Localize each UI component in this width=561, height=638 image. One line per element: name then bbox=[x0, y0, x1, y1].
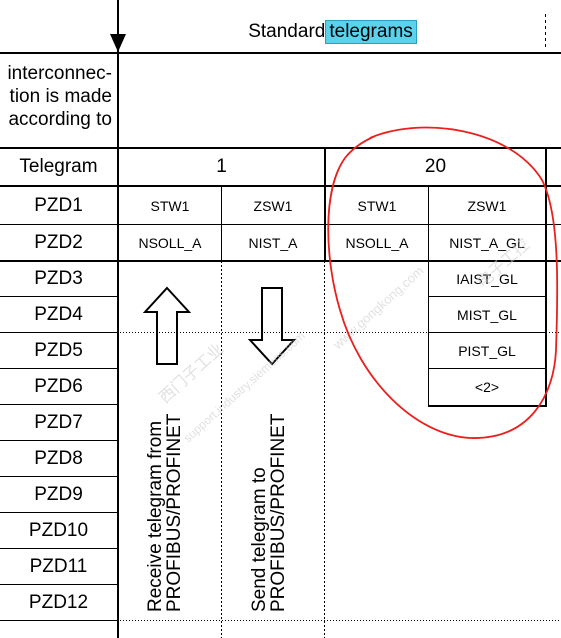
signal-cell: ZSW1 bbox=[253, 197, 293, 214]
row-label: PZD8 bbox=[34, 447, 83, 469]
send-line-1: Send telegram to bbox=[249, 467, 270, 612]
signal-cell: ZSW1 bbox=[467, 197, 507, 214]
row-label: PZD2 bbox=[34, 231, 83, 253]
row-label: PZD9 bbox=[34, 483, 83, 505]
row-label: PZD10 bbox=[28, 519, 89, 541]
intro-line: tion is made bbox=[9, 86, 112, 107]
row-label: PZD12 bbox=[28, 591, 89, 613]
receive-line-2: PROFIBUS/PROFINET bbox=[164, 413, 185, 612]
signal-cell: NSOLL_A bbox=[138, 234, 202, 251]
receive-caption: Receive telegram from PROFIBUS/PROFINET bbox=[145, 413, 185, 612]
red-circle-annotation bbox=[327, 126, 559, 439]
send-caption: Send telegram to PROFIBUS/PROFINET bbox=[249, 413, 289, 612]
row-label: PZD3 bbox=[34, 268, 83, 289]
telegram-label: Telegram bbox=[19, 156, 98, 177]
row-label: PZD5 bbox=[34, 339, 83, 361]
telegram-group-1: 1 bbox=[216, 156, 227, 177]
row-label: PZD6 bbox=[34, 375, 83, 397]
signal-cell: NIST_A bbox=[248, 234, 298, 251]
intro-line: according to bbox=[8, 109, 112, 130]
standard-prefix: Standard bbox=[248, 21, 326, 42]
send-line-2: PROFIBUS/PROFINET bbox=[268, 413, 289, 612]
signal-cell: PIST_GL bbox=[458, 342, 516, 359]
signal-cell: NSOLL_A bbox=[345, 234, 409, 251]
signal-cell: MIST_GL bbox=[457, 306, 517, 323]
telegrams-highlight: telegrams bbox=[325, 20, 417, 44]
row-label: PZD11 bbox=[29, 555, 88, 577]
intro-text: interconnec- tion is made according to bbox=[0, 62, 112, 131]
down-arrow-icon bbox=[110, 34, 126, 52]
signal-cell: <2> bbox=[474, 379, 500, 395]
signal-cell: NIST_A_GL bbox=[449, 234, 525, 251]
standard-telegrams-heading: Standard telegrams bbox=[120, 14, 545, 50]
up-arrow-icon bbox=[143, 286, 191, 365]
telegram-group-20: 20 bbox=[424, 156, 447, 177]
signal-cell: IAIST_GL bbox=[456, 271, 518, 287]
down-arrow-outline-icon bbox=[248, 287, 296, 366]
signal-cell: STW1 bbox=[150, 197, 190, 214]
receive-line-1: Receive telegram from bbox=[145, 420, 166, 612]
row-label: PZD7 bbox=[34, 411, 83, 433]
intro-line: interconnec- bbox=[7, 63, 112, 84]
row-label: PZD4 bbox=[34, 303, 83, 325]
row-label: PZD1 bbox=[34, 194, 83, 216]
signal-cell: STW1 bbox=[357, 197, 397, 214]
